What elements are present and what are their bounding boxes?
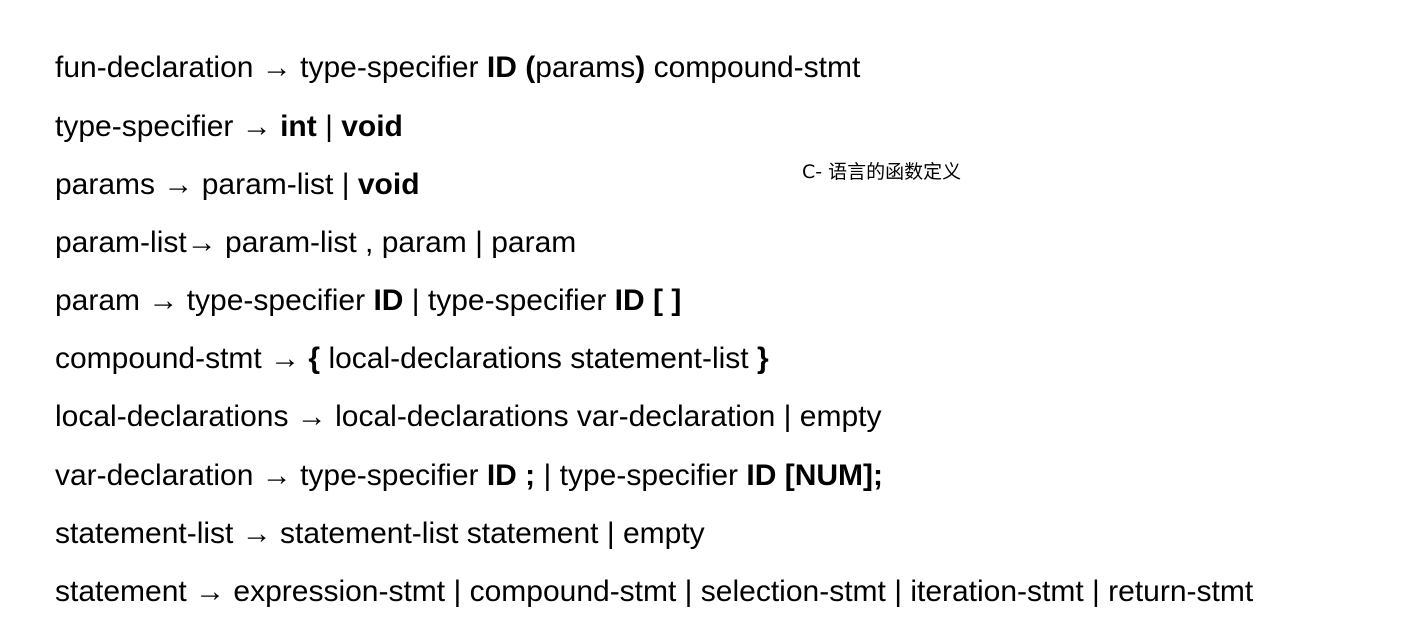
rule-text: fun-declaration → type-specifier [55, 51, 487, 84]
rule-terminal: ID [ ] [614, 284, 682, 317]
rule-statement: statement → expression-stmt | compound-s… [55, 575, 1253, 609]
rule-compound-stmt: compound-stmt → { local-declarations sta… [55, 342, 769, 376]
rule-terminal: ID [NUM]; [746, 459, 884, 492]
rule-text: param → type-specifier [55, 284, 374, 317]
rule-text: param-list→ param-list , param | param [55, 226, 577, 259]
rule-statement-list: statement-list → statement-list statemen… [55, 517, 705, 551]
rule-text: params → param-list | [55, 168, 358, 201]
rule-terminal: void [341, 110, 403, 143]
rule-terminal: ) [635, 51, 646, 84]
rule-terminal: ID ; [486, 459, 536, 492]
rule-terminal: int [280, 110, 317, 143]
rule-text: statement-list → statement-list statemen… [55, 517, 705, 550]
rule-param-list: param-list→ param-list , param | param [55, 226, 576, 260]
rule-terminal: ID [373, 284, 404, 317]
caption-label: C- 语言的函数定义 [802, 161, 962, 183]
rule-text: | [316, 110, 342, 143]
rule-text: | type-specifier [403, 284, 615, 317]
rule-fun-declaration: fun-declaration → type-specifier ID (par… [55, 51, 860, 85]
rule-terminal: } [756, 342, 769, 375]
rule-text: | type-specifier [535, 459, 747, 492]
rule-param: param → type-specifier ID | type-specifi… [55, 284, 681, 318]
rule-var-declaration: var-declaration → type-specifier ID ; | … [55, 459, 883, 493]
rule-local-declarations: local-declarations → local-declarations … [55, 400, 882, 434]
rule-text: compound-stmt [645, 51, 861, 84]
rule-text: statement → expression-stmt | compound-s… [55, 575, 1254, 608]
rule-params: params → param-list | void [55, 168, 420, 202]
rule-text: compound-stmt → [55, 342, 309, 375]
rule-terminal: void [357, 168, 420, 201]
rule-text: local-declarations statement-list [320, 342, 757, 375]
rule-text: params [535, 51, 636, 84]
rule-terminal: ID ( [486, 51, 536, 84]
rule-text: type-specifier → [55, 110, 281, 143]
rule-type-specifier: type-specifier → int | void [55, 110, 403, 144]
rule-text: var-declaration → type-specifier [55, 459, 487, 492]
rule-text: local-declarations → local-declarations … [55, 400, 882, 433]
rule-terminal: { [308, 342, 321, 375]
